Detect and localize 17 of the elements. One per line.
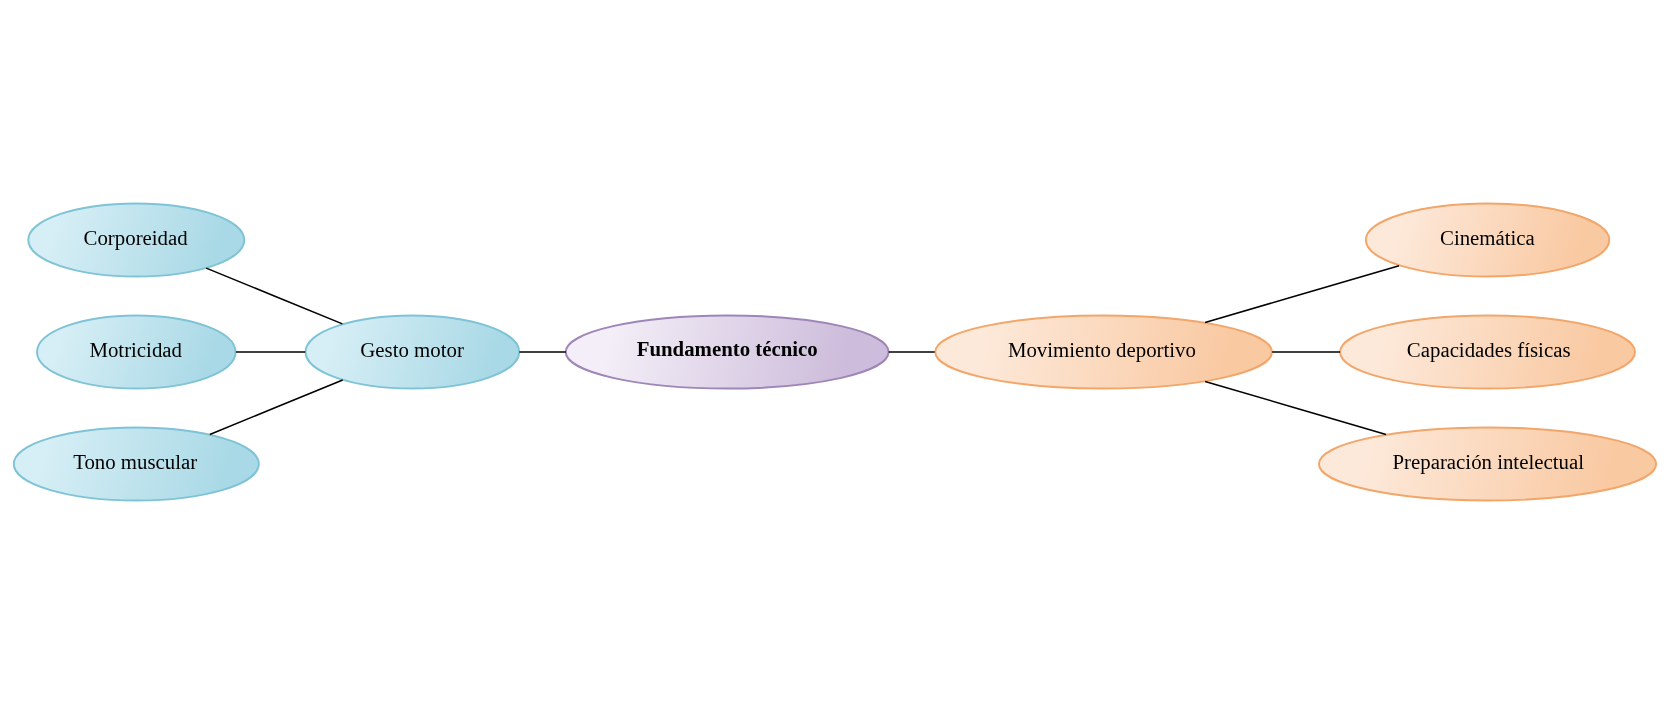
connector [1204,264,1400,324]
node-ellipse: Tono muscular [12,426,260,502]
node-ellipse: Corporeidad [27,202,246,278]
node-ellipse: Gesto motor [304,314,521,390]
node-ellipse: Preparación intelectual [1317,426,1658,502]
node-ellipse: Cinemática [1364,202,1611,278]
connector [209,379,344,436]
node-ellipse: Movimiento deportivo [934,314,1273,390]
node-ellipse: Motricidad [36,314,237,390]
connector [1204,380,1387,436]
node-ellipse: Capacidades físicas [1339,314,1636,390]
connector [1271,351,1341,353]
connector [235,351,307,353]
connector [518,351,567,353]
node-ellipse: Fundamento técnico [564,314,890,390]
connector [887,351,936,353]
connector [205,267,344,325]
